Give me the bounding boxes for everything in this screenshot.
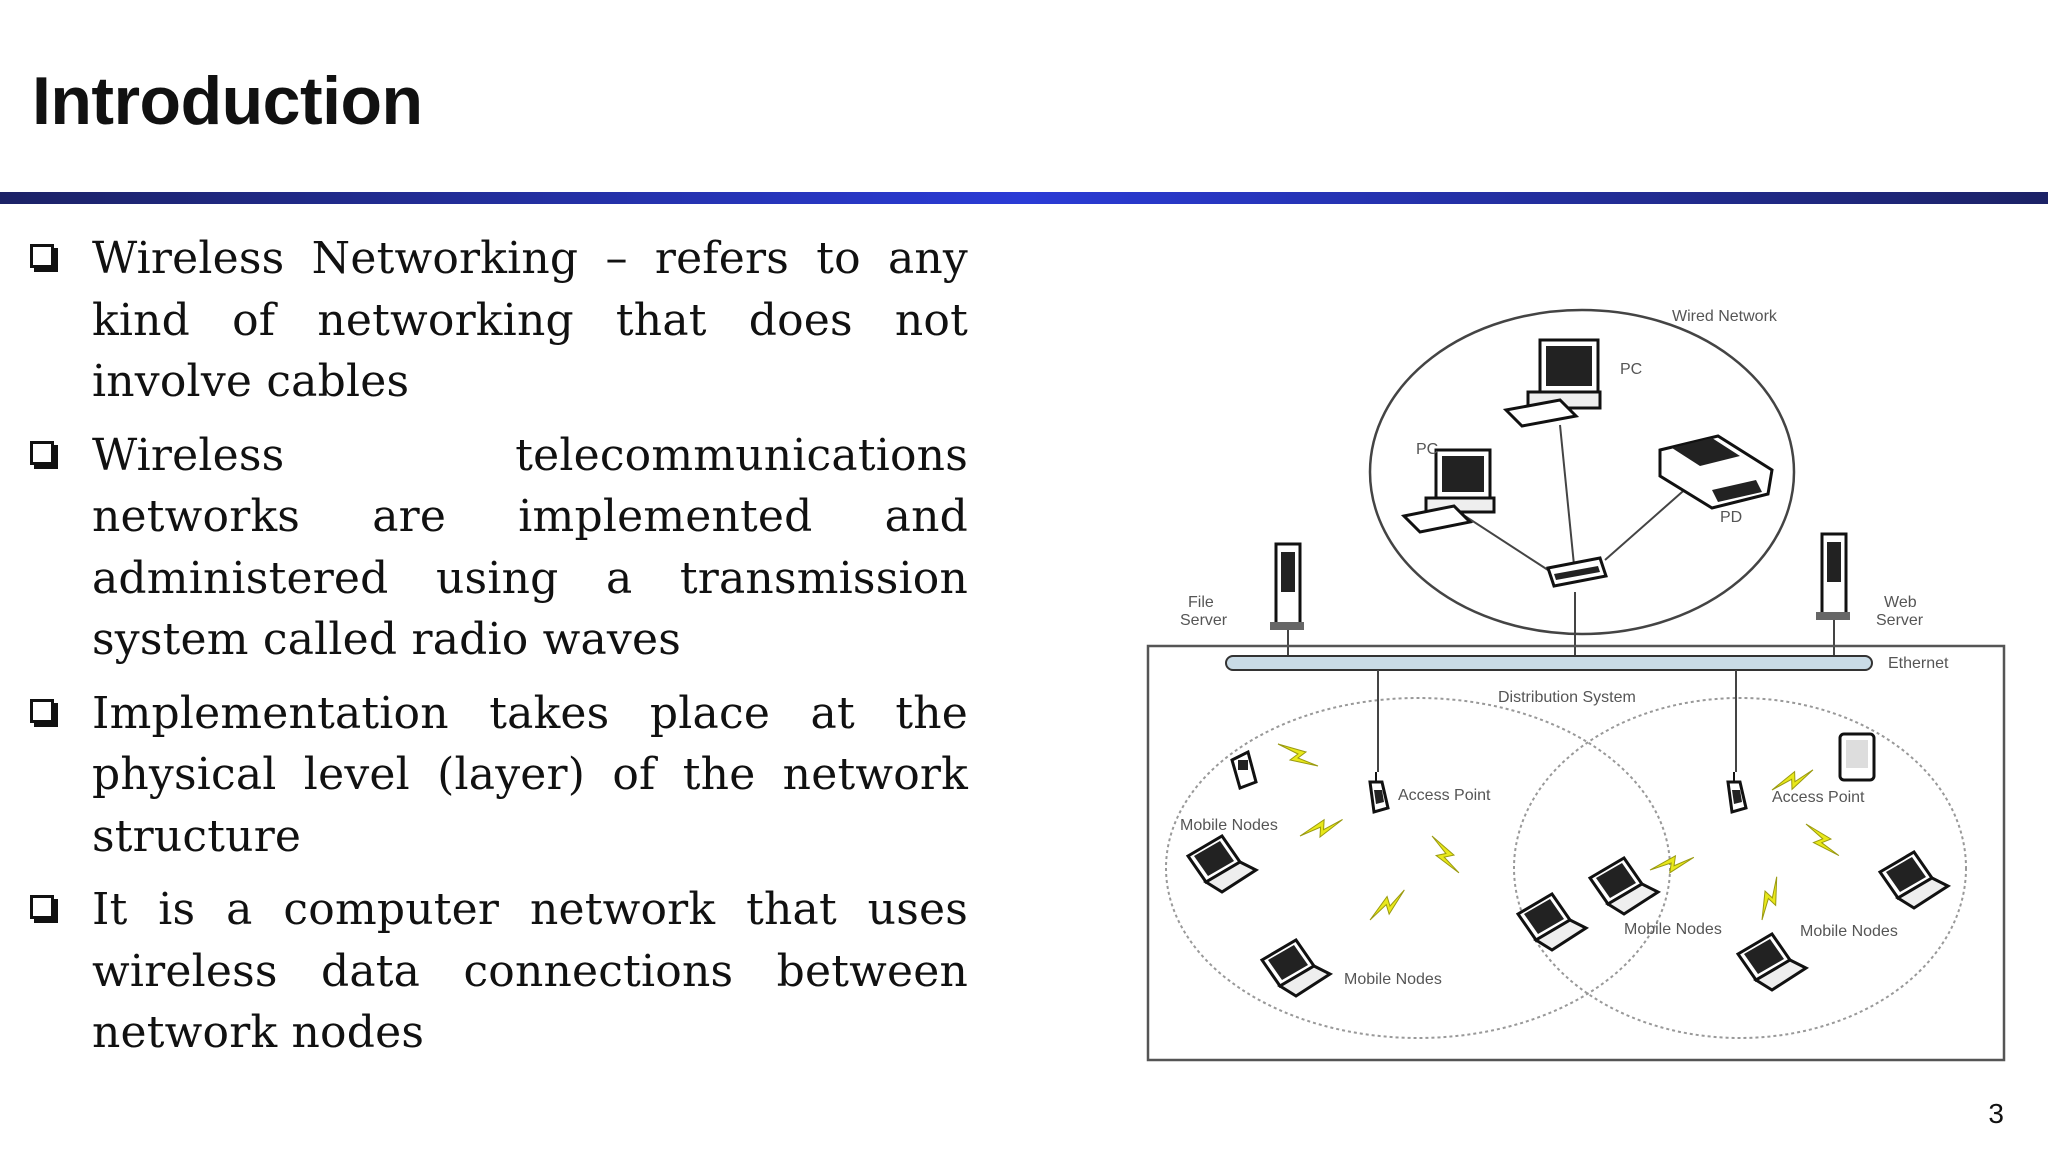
wireless-signal-icon xyxy=(1369,881,1405,929)
distribution-system-label: Distribution System xyxy=(1498,689,1636,706)
bullet-item: Wireless Networking – refers to any kind… xyxy=(28,228,968,413)
web-server-label: Server xyxy=(1876,612,1924,629)
pd-label: PD xyxy=(1720,509,1742,526)
wireless-network-diagram: Wired Network PC PC PD xyxy=(1140,290,2020,1070)
wired-network-label: Wired Network xyxy=(1672,308,1778,325)
phone-icon xyxy=(1230,749,1258,790)
bullet-text: Wireless Networking – refers to any kind… xyxy=(92,233,968,407)
bullet-text: Wireless telecommunications networks are… xyxy=(92,429,968,666)
pc-label: PC xyxy=(1620,361,1642,378)
mobile-nodes-label: Mobile Nodes xyxy=(1624,921,1722,938)
bullet-item: Wireless telecommunications networks are… xyxy=(28,425,968,671)
access-point-label: Access Point xyxy=(1772,789,1865,806)
web-server-icon xyxy=(1816,532,1850,620)
access-point-label: Access Point xyxy=(1398,787,1491,804)
checkbox-bullet-icon xyxy=(30,440,54,465)
wireless-signal-icon xyxy=(1422,835,1469,874)
pc-label: PC xyxy=(1416,441,1438,458)
mobile-nodes-label: Mobile Nodes xyxy=(1800,923,1898,940)
wireless-signal-icon xyxy=(1799,823,1846,857)
title-divider xyxy=(0,192,2048,204)
mobile-nodes-label: Mobile Nodes xyxy=(1344,971,1442,988)
file-server-label: Server xyxy=(1180,612,1228,629)
pda-icon xyxy=(1838,732,1876,782)
bullet-text: It is a computer network that uses wirel… xyxy=(92,884,968,1058)
bullet-text: Implementation takes place at the physic… xyxy=(92,687,968,862)
checkbox-bullet-icon xyxy=(30,244,54,268)
web-server-label: Web xyxy=(1884,594,1917,611)
wireless-signal-icon xyxy=(1277,743,1319,767)
ethernet-backbone xyxy=(1225,655,1873,671)
mobile-nodes-label: Mobile Nodes xyxy=(1180,817,1278,834)
file-server-icon xyxy=(1270,542,1304,630)
hub-icon xyxy=(1546,556,1608,588)
wireless-signal-icon xyxy=(1754,876,1785,921)
access-point-icon xyxy=(1368,770,1390,814)
printer-icon xyxy=(1658,434,1774,510)
desktop-pc-icon xyxy=(1502,338,1602,428)
laptop-icon xyxy=(1736,932,1808,992)
laptop-icon xyxy=(1588,856,1660,916)
access-point-icon xyxy=(1726,770,1748,814)
laptop-icon xyxy=(1260,938,1332,998)
laptop-icon xyxy=(1516,892,1588,952)
wireless-signal-icon xyxy=(1649,841,1695,887)
checkbox-bullet-icon xyxy=(30,698,54,723)
page-number: 3 xyxy=(1988,1098,2004,1129)
checkbox-bullet-icon xyxy=(30,895,54,919)
wired-network-ellipse xyxy=(1368,308,1796,636)
file-server-label: File xyxy=(1188,594,1214,611)
wireless-cell-right xyxy=(1513,697,1967,1039)
ethernet-label: Ethernet xyxy=(1888,655,1949,672)
distribution-system-box xyxy=(1146,644,2006,1062)
laptop-icon xyxy=(1878,850,1950,910)
slide-title: Introduction xyxy=(32,63,423,139)
bullet-item: Implementation takes place at the physic… xyxy=(28,683,968,868)
wireless-signal-icon xyxy=(1299,804,1344,851)
laptop-icon xyxy=(1186,834,1258,894)
bullet-item: It is a computer network that uses wirel… xyxy=(28,879,968,1064)
desktop-pc-icon xyxy=(1400,448,1496,534)
bullet-list: Wireless Networking – refers to any kind… xyxy=(28,228,968,1076)
